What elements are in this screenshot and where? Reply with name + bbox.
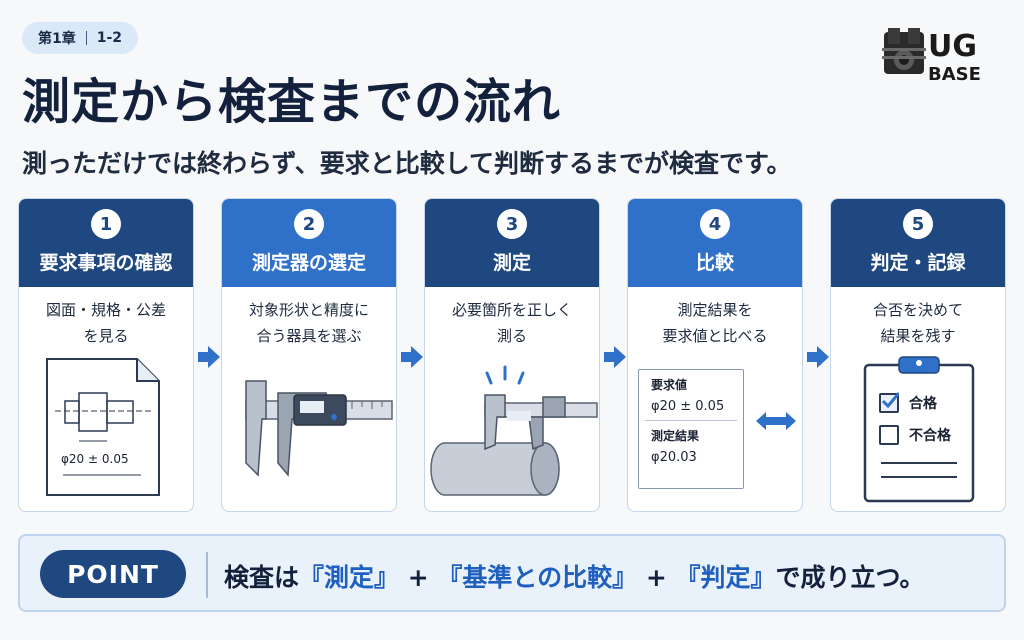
step-5-description: 合否を決めて 結果を残す: [831, 297, 1005, 349]
step-1-desc-line-1: 図面・規格・公差: [45, 301, 166, 319]
chapter-divider: [85, 31, 87, 45]
drawing-icon: φ20 ± 0.05: [46, 358, 160, 496]
step-4-header: 4 比較: [628, 199, 802, 287]
step-2-title: 測定器の選定: [251, 252, 366, 274]
comparison-panel: 要求値 φ20 ± 0.05 測定結果 φ20.03: [638, 369, 744, 489]
required-value: φ20 ± 0.05: [651, 399, 725, 414]
step-4-description: 測定結果を 要求値と比べる: [628, 297, 802, 349]
step-4-number: 4: [700, 209, 730, 239]
step-3-header: 3 測定: [425, 199, 599, 287]
step-3-desc-line-1: 必要箇所を正しく: [451, 301, 572, 319]
checklist-label-fail: 不合格: [909, 428, 951, 444]
step-5-title: 判定・記録: [870, 252, 966, 274]
step-3-card: 3 測定 必要箇所を正しく 測る: [424, 198, 600, 512]
point-prefix: 検査は: [224, 563, 300, 592]
step-3-title: 測定: [492, 252, 531, 274]
caliper-measuring-shaft-icon: [430, 365, 598, 496]
step-2-number: 2: [294, 209, 324, 239]
process-steps: 1 要求事項の確認 図面・規格・公差 を見る φ20 ± 0.05 2 測定器の…: [18, 198, 1008, 514]
step-5-number: 5: [903, 209, 933, 239]
drawing-dimension: φ20 ± 0.05: [61, 452, 129, 466]
step-4-card: 4 比較 測定結果を 要求値と比べる 要求値 φ20 ± 0.05 測定結果 φ…: [627, 198, 803, 512]
measured-result-label: 測定結果: [651, 429, 700, 443]
step-2-description: 対象形状と精度に 合う器具を選ぶ: [222, 297, 396, 349]
step-2-desc-line-1: 対象形状と精度に: [248, 301, 369, 319]
comparison-divider: [645, 420, 737, 421]
ug-base-logo: UG BASE: [880, 22, 1004, 86]
page-subtitle: 測っただけでは終わらず、要求と比較して判断するまでが検査です。: [22, 149, 792, 178]
checklist-label-pass: 合格: [909, 396, 937, 412]
point-item-measure: 『測定』: [299, 563, 400, 592]
step-5-card: 5 判定・記録 合否を決めて 結果を残す 合格 不合格: [830, 198, 1006, 512]
point-plus-1: +: [399, 563, 438, 592]
checkbox-empty-icon: [879, 425, 899, 445]
step-3-number: 3: [497, 209, 527, 239]
step-2-header: 2 測定器の選定: [222, 199, 396, 287]
step-5-desc-line-1: 合否を決めて: [872, 301, 963, 319]
step-4-title: 比較: [695, 252, 734, 274]
chapter-label: 第1章: [38, 31, 76, 47]
chapter-badge: 第1章 1-2: [22, 22, 139, 54]
point-badge: POINT: [40, 550, 186, 598]
section-label: 1-2: [96, 30, 123, 46]
point-callout: POINT 検査は『測定』 + 『基準との比較』 + 『判定』で成り立つ。: [18, 534, 1006, 612]
step-5-header: 5 判定・記録: [831, 199, 1005, 287]
step-2-desc-line-2: 合う器具を選ぶ: [256, 327, 362, 345]
logo-text-top: UG: [928, 29, 977, 64]
step-5-desc-line-2: 結果を残す: [880, 327, 956, 345]
engine-icon: [882, 28, 926, 74]
arrow-right-icon: [807, 346, 829, 368]
point-plus-2: +: [637, 563, 676, 592]
step-1-description: 図面・規格・公差 を見る: [19, 297, 193, 349]
step-3-description: 必要箇所を正しく 測る: [425, 297, 599, 349]
point-statement: 検査は『測定』 + 『基準との比較』 + 『判定』で成り立つ。: [224, 558, 925, 594]
step-1-desc-line-2: を見る: [83, 327, 129, 345]
step-4-desc-line-2: 要求値と比べる: [662, 327, 768, 345]
measured-result-value: φ20.03: [651, 450, 697, 465]
point-item-judge: 『判定』: [675, 563, 776, 592]
caliper-icon: [245, 380, 393, 477]
point-suffix: で成り立つ。: [775, 563, 925, 592]
step-3-desc-line-2: 測る: [496, 327, 527, 345]
step-1-header: 1 要求事項の確認: [19, 199, 193, 287]
step-1-title: 要求事項の確認: [39, 252, 173, 274]
step-1-card: 1 要求事項の確認 図面・規格・公差 を見る φ20 ± 0.05: [18, 198, 194, 512]
point-item-compare: 『基準との比較』: [437, 563, 638, 592]
checkbox-checked-icon: [879, 392, 899, 413]
compare-arrow-icon: [756, 412, 796, 430]
step-4-desc-line-1: 測定結果を: [677, 301, 753, 319]
arrow-right-icon: [198, 346, 220, 368]
required-value-label: 要求値: [651, 378, 688, 392]
logo-text-bottom: BASE: [928, 64, 981, 85]
arrow-right-icon: [401, 346, 423, 368]
page-title: 測定から検査までの流れ: [22, 74, 562, 130]
checklist-item-pass: 合格: [879, 392, 937, 413]
step-1-number: 1: [91, 209, 121, 239]
point-divider: [206, 552, 208, 598]
checklist-item-fail: 不合格: [879, 425, 951, 445]
step-2-card: 2 測定器の選定 対象形状と精度に 合う器具を選ぶ: [221, 198, 397, 512]
arrow-right-icon: [604, 346, 626, 368]
